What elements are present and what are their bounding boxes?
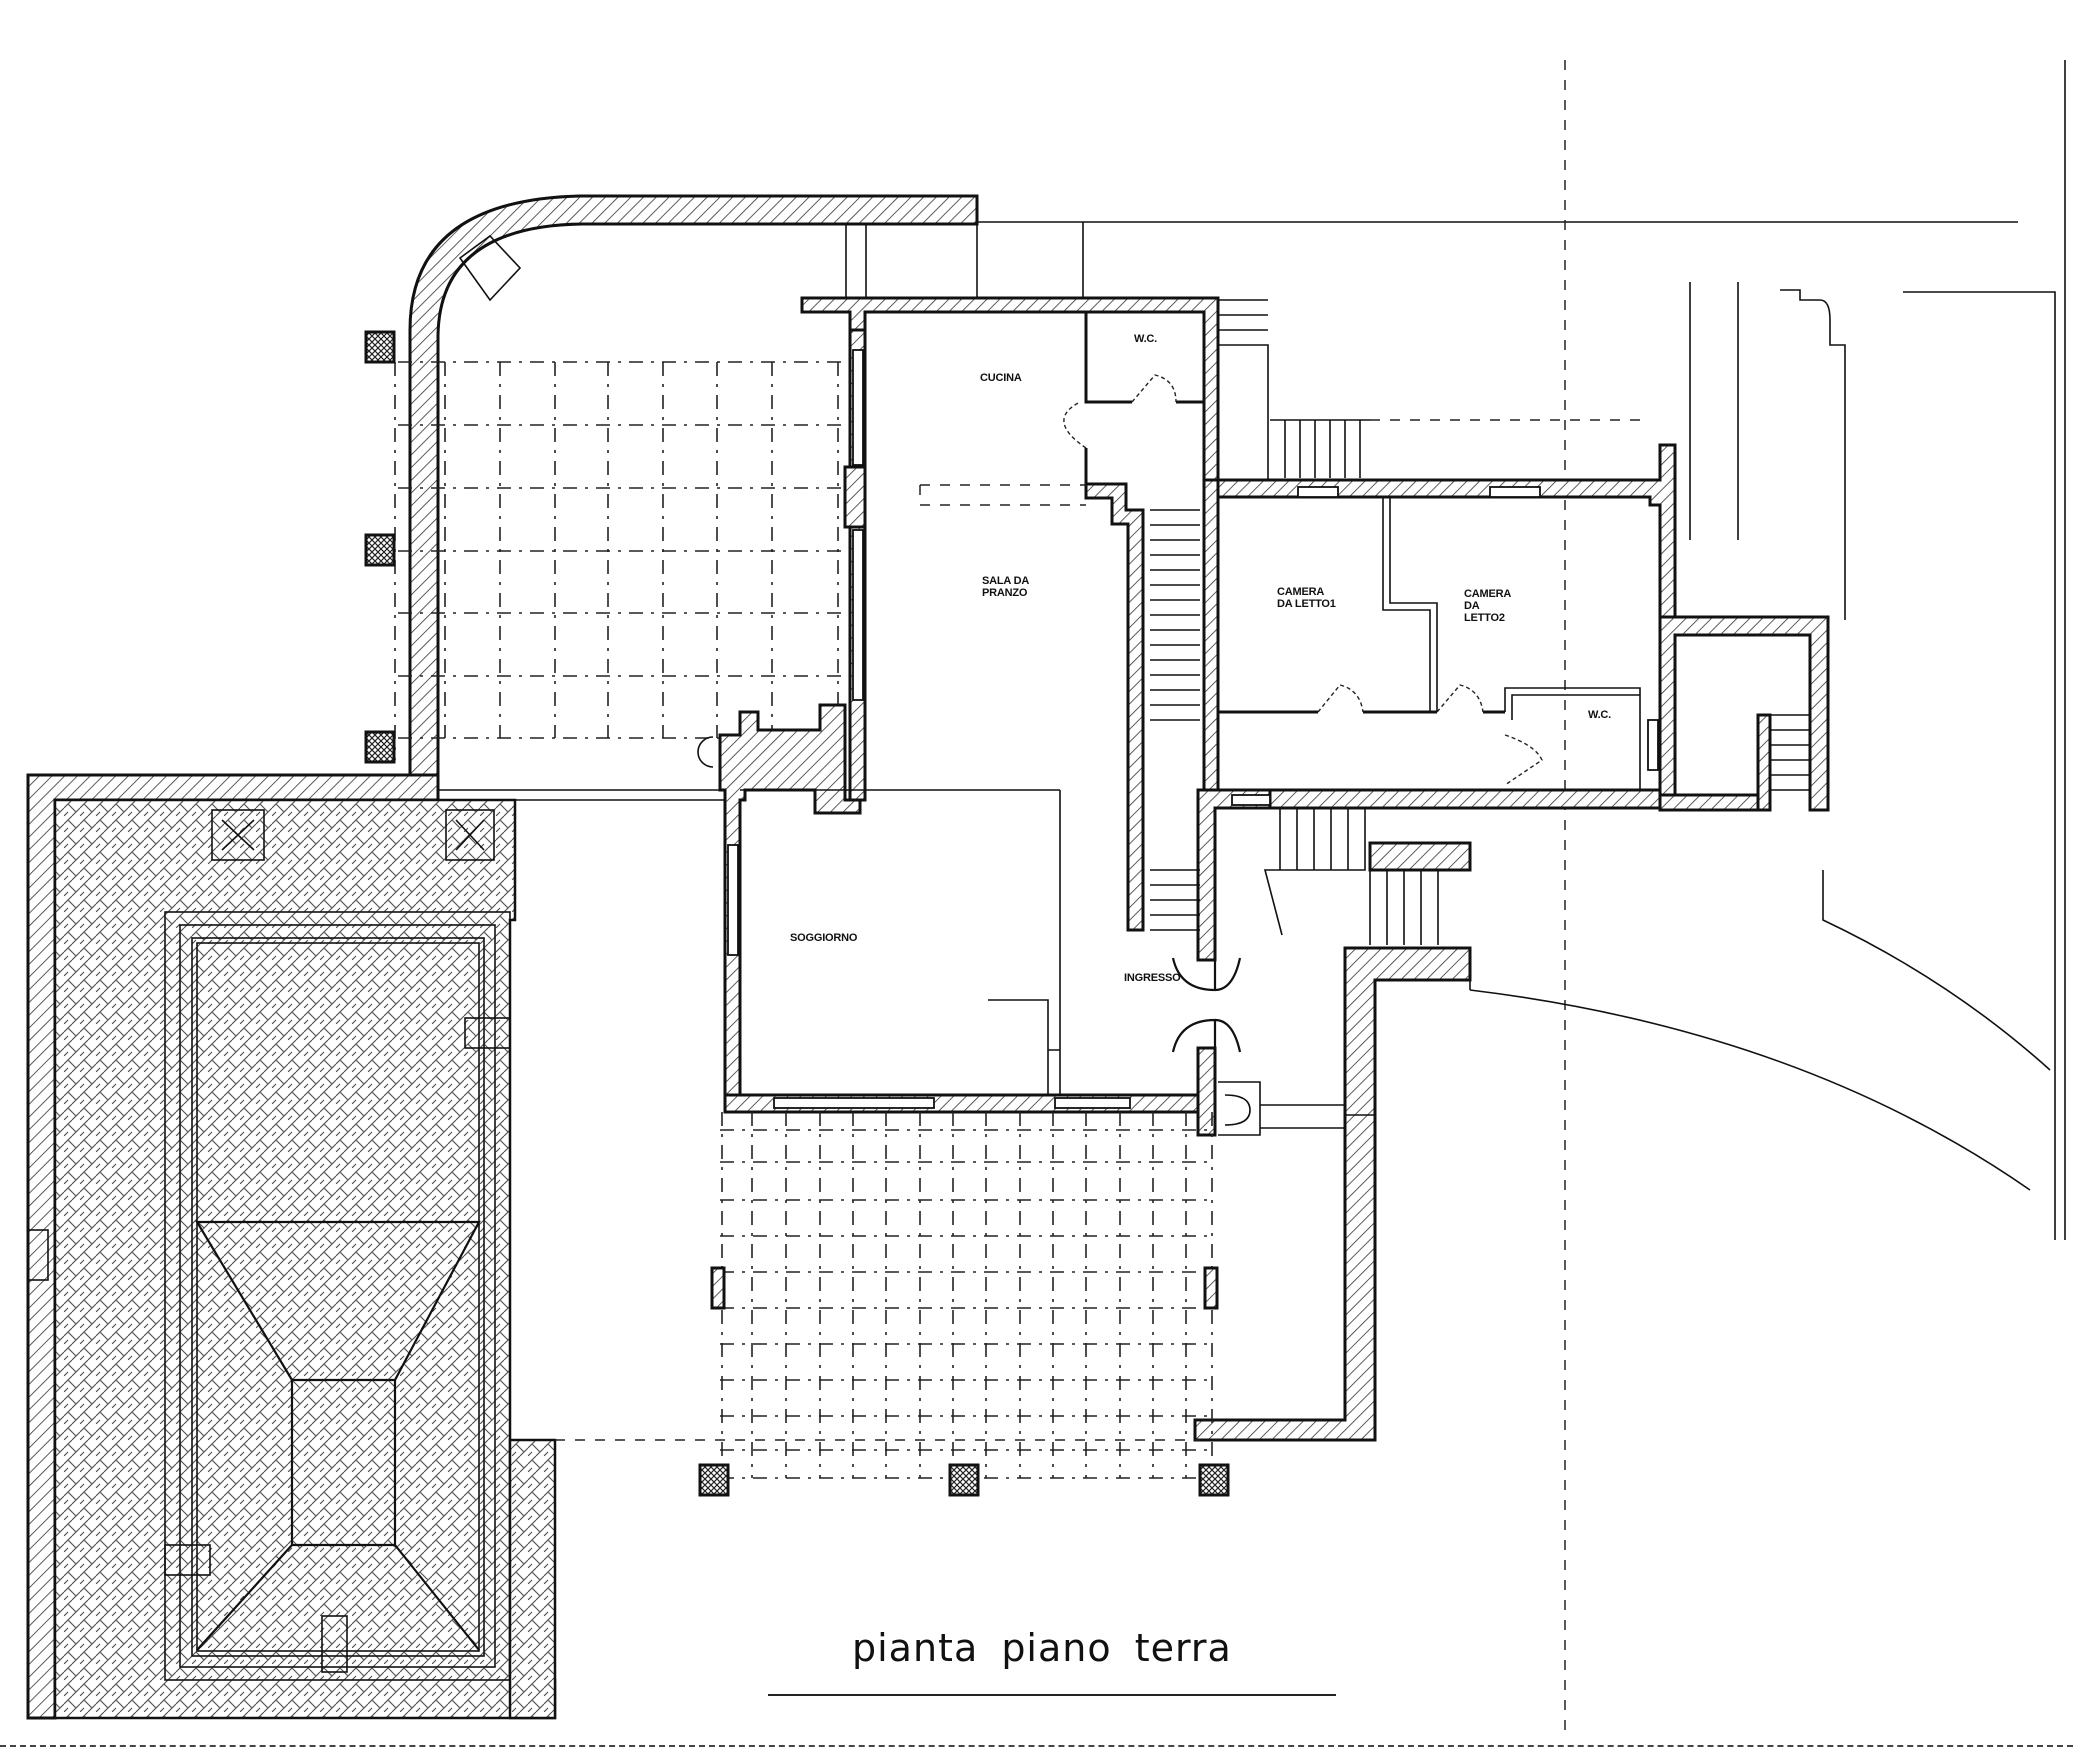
title-underline [768,1694,1336,1696]
stairs [1150,299,1810,945]
front-patio-grid [698,1112,1230,1497]
sheet-border-line [0,1745,2073,1747]
swimming-pool [26,773,557,1720]
drawing-title: pianta piano terra [852,1626,1232,1670]
room-label-kitchen: CUCINA [980,372,1022,384]
room-label-entrance: INGRESSO [1124,972,1181,984]
room-label-wc-kitchen: W.C. [1134,333,1158,345]
interior-lines [438,419,1650,1129]
doors [1063,374,1543,1136]
pergola-grid [364,330,845,764]
site-lines [555,980,1471,1441]
windows [727,349,1659,1109]
room-label-bedroom-1: CAMERA DA LETTO1 [1277,586,1336,610]
curved-terrace-wall [408,194,1084,777]
room-label-dining: SALA DA PRANZO [982,575,1030,599]
room-label-bedroom-2: CAMERA DA LETTO2 [1464,588,1512,624]
column-marker [211,809,495,861]
room-label-wc-bedrooms: W.C. [1588,709,1612,721]
property-boundary [975,60,2066,1740]
room-label-living: SOGGIORNO [790,932,858,944]
